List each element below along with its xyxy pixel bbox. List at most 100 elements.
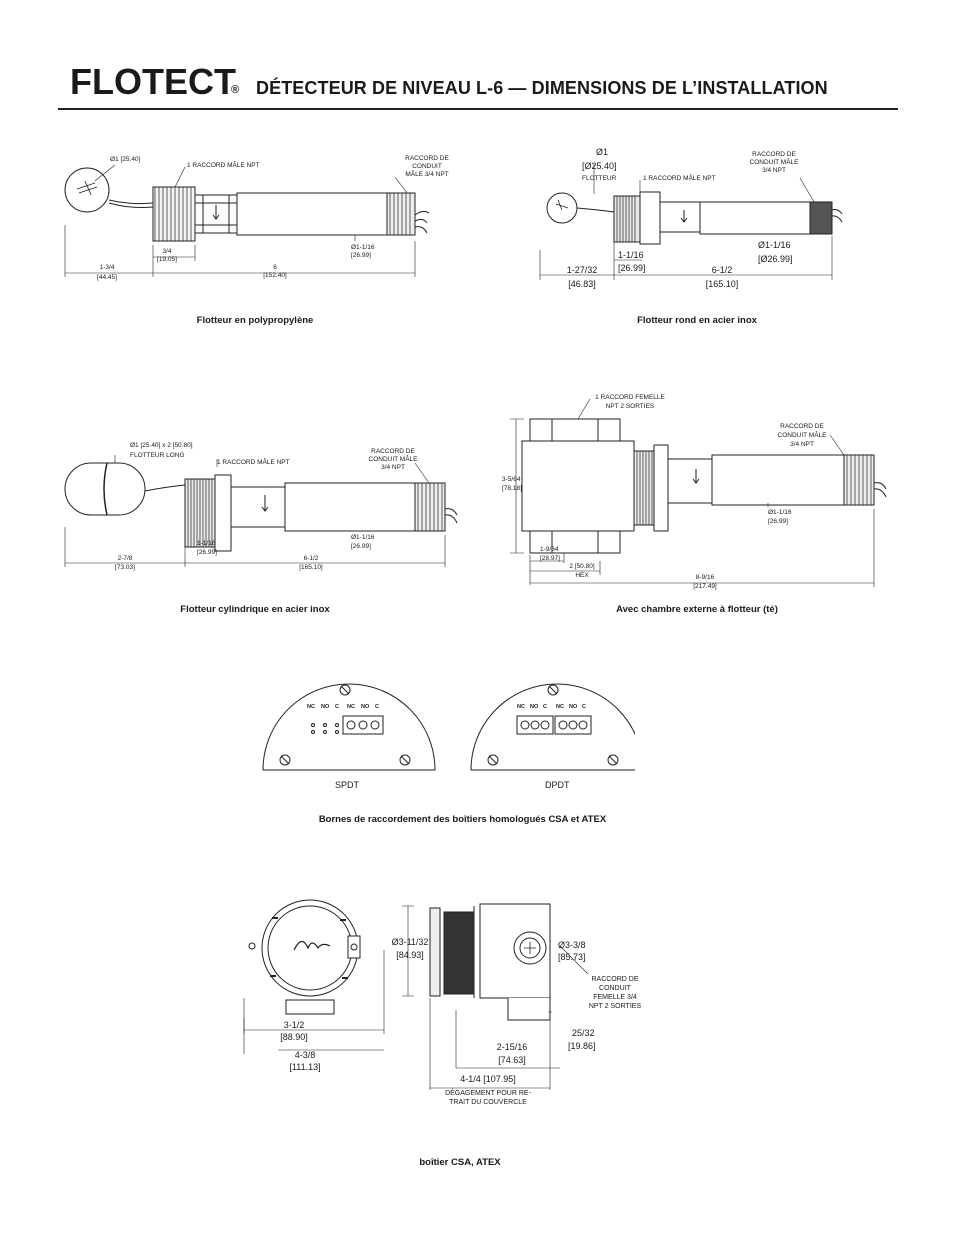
dim-c-2: [165.10] [299, 564, 323, 571]
dim-a-1: 1-1/16 [618, 250, 644, 260]
label-conduit-1: RACCORD DE [780, 423, 824, 430]
dim-body-dia-1: Ø1-1/16 [768, 509, 792, 516]
float-cylinder [64, 462, 146, 516]
spdt-nc-b: NC [347, 704, 355, 710]
caption-polypropylene: Flotteur en polypropylène [196, 315, 314, 326]
caption-round-float: Flotteur rond en acier inox [637, 315, 757, 326]
dim-b-2: [46.83] [568, 279, 596, 289]
label-dpdt: DPDT [545, 780, 570, 790]
dim-c-2: [165.10] [706, 279, 739, 289]
npt-thread [613, 195, 641, 243]
brand-text: FLOTECT [70, 61, 236, 102]
dim-d1-1: 25/32 [572, 1028, 595, 1038]
label-float-long: FLOTTEUR LONG [130, 452, 185, 459]
dim-height-2: [78.18] [502, 485, 522, 492]
body-tube [699, 201, 811, 235]
spdt-no-a: NO [321, 704, 330, 710]
diagram-housing: 3-1/2 [88.90] 4-3/8 [111.13] Ø3-11/32 [8… [243, 899, 642, 1106]
dim-w2-1: 4-3/8 [295, 1050, 316, 1060]
float-ball [546, 192, 578, 224]
dim-d2-1: 2-15/16 [497, 1042, 528, 1052]
dim-body-dia-1: Ø1-1/16 [351, 244, 375, 251]
dim-c-1: 6-1/2 [304, 555, 319, 562]
label-conduit-1: RACCORD DE [405, 155, 449, 162]
spdt-c-a: C [335, 704, 339, 710]
label-conduit-2: CONDUIT [599, 985, 632, 992]
dim-h2-1: Ø3-3/8 [558, 940, 586, 950]
caption-housing: boîtier CSA, ATEX [419, 1157, 501, 1168]
dpdt-c-a: C [543, 704, 547, 710]
label-conduit-3: FEMELLE 3/4 [593, 994, 637, 1001]
dim-c-1: 6-1/2 [712, 265, 733, 275]
spdt-no-b: NO [361, 704, 370, 710]
dim-body-dia-2: [26.99] [351, 252, 371, 259]
dim-total-1: 8-9/16 [696, 574, 715, 581]
label-clearance-1: DÉGAGEMENT POUR RE- [445, 1088, 531, 1097]
header-divider [58, 108, 898, 110]
dim-w1-2: [88.90] [280, 1032, 308, 1042]
dim-h1-1: Ø3-11/32 [392, 937, 429, 947]
diagram-polypropylene-float: Ø1 [25.40] 1 RACCORD MÂLE NPT RACCORD DE… [64, 155, 450, 281]
dim-b-1: 1-27/32 [567, 265, 598, 275]
housing-cover [261, 899, 359, 997]
hex-nut [639, 191, 661, 245]
npt-thread [152, 186, 196, 242]
dpdt-c-b: C [582, 704, 586, 710]
caption-tee-chamber: Avec chambre externe à flotteur (té) [616, 604, 778, 615]
label-conduit-3: 3/4 NPT [762, 167, 786, 174]
dim-d1-2: [19.86] [568, 1041, 596, 1051]
label-conduit-3: 3/4 NPT [790, 441, 814, 448]
dim-total-2: [217.49] [693, 583, 717, 590]
label-conduit-3: MÂLE 3/4 NPT [405, 169, 448, 178]
dim-a-1: 1-1/16 [197, 540, 216, 547]
dim-body-dia-1: Ø1-1/16 [758, 240, 791, 250]
label-conduit-2: CONDUIT [412, 163, 442, 170]
dim-h1-2: [84.93] [396, 950, 424, 960]
dim-float-dia-1: Ø1 [25.40] x 2 [50.80] [130, 442, 193, 449]
dim-d2-2: [74.63] [498, 1055, 526, 1065]
dpdt-nc-b: NC [556, 704, 564, 710]
body-tube [711, 454, 845, 506]
dpdt-no-b: NO [569, 704, 578, 710]
label-conduit-2: CONDUIT MÂLE [778, 430, 828, 439]
cover-thread [443, 911, 475, 995]
dim-float-dia-2: [Ø25.40] [582, 161, 617, 171]
label-conduit-4: NPT 2 SORTIES [589, 1003, 642, 1010]
label-male-npt: 1 RACCORD MÂLE NPT [187, 160, 260, 169]
hex-nut [653, 444, 669, 532]
dim-float-dia-1: Ø1 [596, 147, 608, 157]
dim-b-1: 1-3/4 [100, 264, 115, 271]
dim-body-dia-2: [Ø26.99] [758, 254, 793, 264]
conduit-thread [809, 201, 833, 235]
body-tube [284, 482, 416, 532]
spdt-c-b: C [375, 704, 379, 710]
label-male-npt: 1 RACCORD MÂLE NPT [643, 173, 716, 182]
label-conduit-1: RACCORD DE [752, 151, 796, 158]
dim-float-dia: Ø1 [25.40] [110, 156, 141, 163]
label-conduit-3: 3/4 NPT [381, 464, 405, 471]
page-title: DÉTECTEUR DE NIVEAU L-6 — DIMENSIONS DE … [256, 78, 828, 98]
dim-a-2: [26.99] [197, 549, 217, 556]
dpdt-nc-a: NC [517, 704, 525, 710]
dim-w2-2: [111.13] [289, 1062, 320, 1072]
label-clearance-2: TRAIT DU COUVERCLE [449, 1099, 527, 1106]
dim-body-dia-1: Ø1-1/16 [351, 534, 375, 541]
dim-b-2: [44.45] [97, 274, 117, 281]
caption-cylindrical-float: Flotteur cylindrique en acier inox [180, 604, 330, 615]
dim-c-2: [152.40] [263, 272, 287, 279]
dim-hex-1: 2 [50.80] [569, 563, 594, 570]
diagram-cylindrical-float: Ø1 [25.40] x 2 [50.80] FLOTTEUR LONG 1 R… [64, 442, 458, 571]
diagram-terminal-blocks: NC NO C NC NO C NC NO C NC NO C SPDT DPD… [262, 683, 635, 790]
dpdt-no-a: NO [530, 704, 539, 710]
dim-a-2: [26.99] [618, 263, 646, 273]
dim-a-2: [28.97] [540, 555, 560, 562]
tee-body [521, 418, 635, 554]
spdt-nc-a: NC [307, 704, 315, 710]
dim-c-1: 6 [273, 264, 277, 271]
conduit-thread [386, 192, 416, 236]
dim-height-1: 3-5/64 [502, 476, 521, 483]
label-male-npt: 1 RACCORD MÂLE NPT [217, 457, 290, 466]
registered-mark: ® [231, 84, 240, 96]
hex-nut [214, 474, 232, 552]
dim-a-1: 3/4 [162, 248, 171, 255]
